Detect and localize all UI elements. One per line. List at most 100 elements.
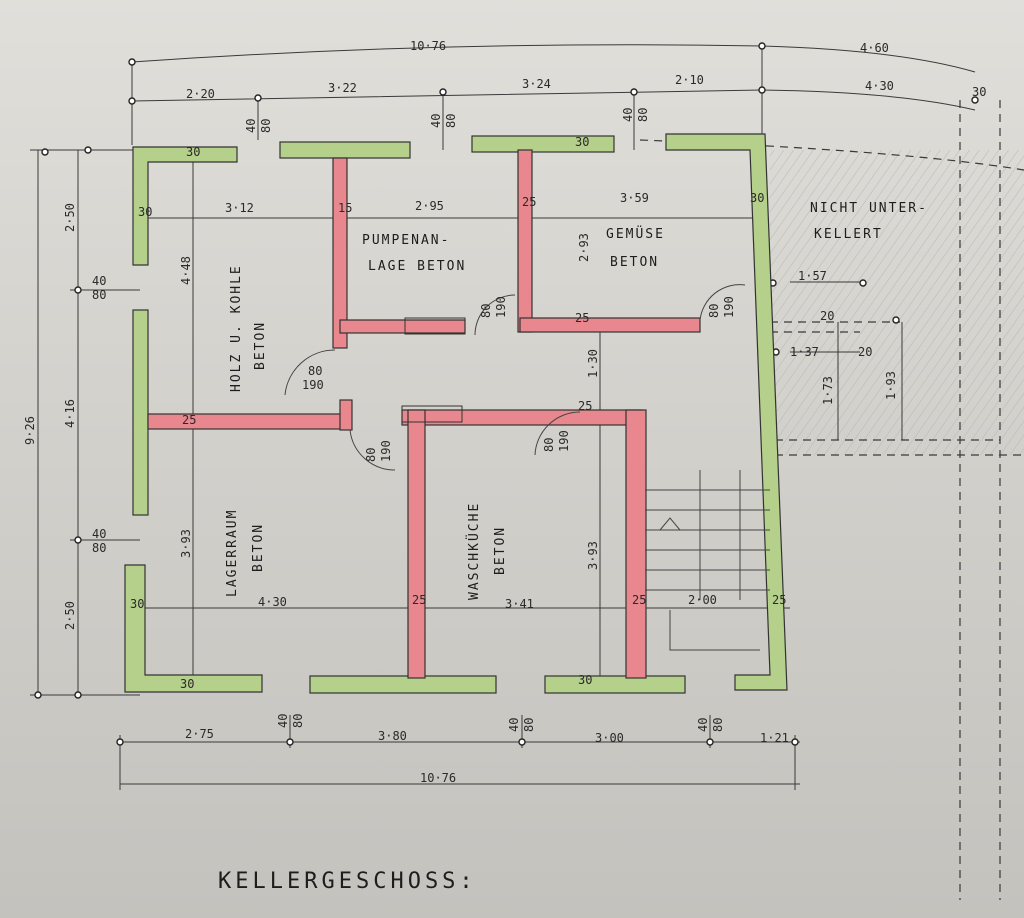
- svg-text:80: 80: [636, 108, 650, 122]
- svg-text:1·57: 1·57: [798, 269, 827, 283]
- svg-text:190: 190: [379, 440, 393, 462]
- dim-top-seg: 30: [972, 85, 986, 99]
- svg-text:1·30: 1·30: [586, 349, 600, 378]
- svg-text:2·00: 2·00: [688, 593, 717, 607]
- svg-text:30: 30: [186, 145, 200, 159]
- svg-text:40: 40: [696, 718, 710, 732]
- svg-text:1·73: 1·73: [821, 376, 835, 405]
- staircase: [645, 470, 770, 651]
- svg-text:80: 80: [479, 304, 493, 318]
- svg-text:40: 40: [244, 119, 258, 133]
- svg-text:30: 30: [138, 205, 152, 219]
- svg-text:80: 80: [92, 541, 106, 555]
- dimension-dots: [34, 42, 979, 746]
- svg-text:40: 40: [92, 274, 106, 288]
- plan-title: KELLERGESCHOSS:: [218, 869, 477, 894]
- dim-top-total: 10·76: [410, 39, 446, 53]
- dim-left-seg: 2·50: [63, 601, 77, 630]
- svg-text:3·59: 3·59: [620, 191, 649, 205]
- svg-text:80: 80: [291, 714, 305, 728]
- room-label: LAGERRAUM: [225, 509, 240, 597]
- svg-text:25: 25: [575, 311, 589, 325]
- svg-text:15: 15: [338, 201, 352, 215]
- dim-top-seg: 4·30: [865, 79, 894, 93]
- dim-top-seg: 3·24: [522, 77, 551, 91]
- svg-text:80: 80: [444, 114, 458, 128]
- svg-text:190: 190: [494, 296, 508, 318]
- room-gemuese: GEMÜSE BETON: [606, 225, 665, 270]
- svg-text:40: 40: [621, 108, 635, 122]
- svg-text:3·12: 3·12: [225, 201, 254, 215]
- dim-bottom-seg: 3·00: [595, 731, 624, 745]
- interior-dimensions: 3·12 2·95 3·59 4·48 2·93 1·30 3·93 3·93 …: [179, 191, 898, 611]
- room-label: BETON: [493, 526, 508, 575]
- svg-text:1·93: 1·93: [884, 371, 898, 400]
- svg-text:25: 25: [772, 593, 786, 607]
- svg-text:2·95: 2·95: [415, 199, 444, 213]
- svg-text:80: 80: [92, 288, 106, 302]
- svg-text:80: 80: [522, 718, 536, 732]
- svg-text:30: 30: [578, 673, 592, 687]
- room-pumpen: PUMPENAN- LAGE BETON: [362, 233, 466, 274]
- svg-text:4·30: 4·30: [258, 595, 287, 609]
- svg-text:80: 80: [259, 119, 273, 133]
- room-label: GEMÜSE: [606, 225, 665, 242]
- svg-text:30: 30: [180, 677, 194, 691]
- svg-text:25: 25: [578, 399, 592, 413]
- svg-text:40: 40: [429, 114, 443, 128]
- dim-top-right-total: 4·60: [860, 41, 889, 55]
- hatched-area: [770, 150, 1024, 455]
- svg-text:40: 40: [92, 527, 106, 541]
- svg-text:30: 30: [130, 597, 144, 611]
- svg-text:190: 190: [557, 430, 571, 452]
- svg-text:25: 25: [182, 413, 196, 427]
- dim-top-seg: 2·10: [675, 73, 704, 87]
- svg-text:2·93: 2·93: [577, 233, 591, 262]
- svg-text:20: 20: [858, 345, 872, 359]
- dim-top-seg: 2·20: [186, 87, 215, 101]
- svg-text:3·41: 3·41: [505, 597, 534, 611]
- exterior-walls: [124, 133, 788, 694]
- room-label: BETON: [251, 523, 266, 572]
- svg-text:80: 80: [542, 438, 556, 452]
- room-wasch: WASCHKÜCHE BETON: [465, 502, 508, 600]
- wall-thickness-marks: 30 30 30 30 30 30 30 15 25 25 25 25 25 2…: [130, 135, 786, 691]
- svg-text:3·93: 3·93: [586, 541, 600, 570]
- room-label: KELLERT: [814, 227, 883, 242]
- dim-bottom-seg: 2·75: [185, 727, 214, 741]
- room-holz: HOLZ U. KOHLE BETON: [229, 264, 268, 392]
- svg-text:80: 80: [711, 718, 725, 732]
- room-label: BETON: [253, 321, 268, 370]
- svg-text:25: 25: [632, 593, 646, 607]
- svg-text:25: 25: [522, 195, 536, 209]
- svg-text:190: 190: [722, 296, 736, 318]
- svg-text:80: 80: [707, 304, 721, 318]
- dim-top-seg: 3·22: [328, 81, 357, 95]
- svg-text:80: 80: [308, 364, 322, 378]
- door-swings: [284, 284, 746, 471]
- room-label: NICHT UNTER-: [810, 201, 928, 216]
- svg-text:25: 25: [412, 593, 426, 607]
- dim-left-seg: 2·50: [63, 203, 77, 232]
- svg-text:190: 190: [302, 378, 324, 392]
- svg-text:30: 30: [750, 191, 764, 205]
- svg-text:1·37: 1·37: [790, 345, 819, 359]
- dim-bottom-seg: 1·21: [760, 731, 789, 745]
- dim-bottom-total: 10·76: [420, 771, 456, 785]
- area-nicht-unterkellert: NICHT UNTER- KELLERT: [810, 201, 928, 242]
- dim-left-seg: 4·16: [63, 399, 77, 428]
- svg-text:20: 20: [820, 309, 834, 323]
- svg-text:80: 80: [364, 448, 378, 462]
- dim-left-total: 9·26: [23, 416, 37, 445]
- svg-text:30: 30: [575, 135, 589, 149]
- interior-walls: [147, 149, 701, 679]
- room-label: PUMPENAN-: [362, 233, 450, 248]
- svg-text:3·93: 3·93: [179, 529, 193, 558]
- svg-text:40: 40: [507, 718, 521, 732]
- room-label: HOLZ U. KOHLE: [229, 264, 244, 392]
- svg-text:40: 40: [276, 714, 290, 728]
- room-label: LAGE BETON: [368, 259, 466, 274]
- room-label: BETON: [610, 255, 659, 270]
